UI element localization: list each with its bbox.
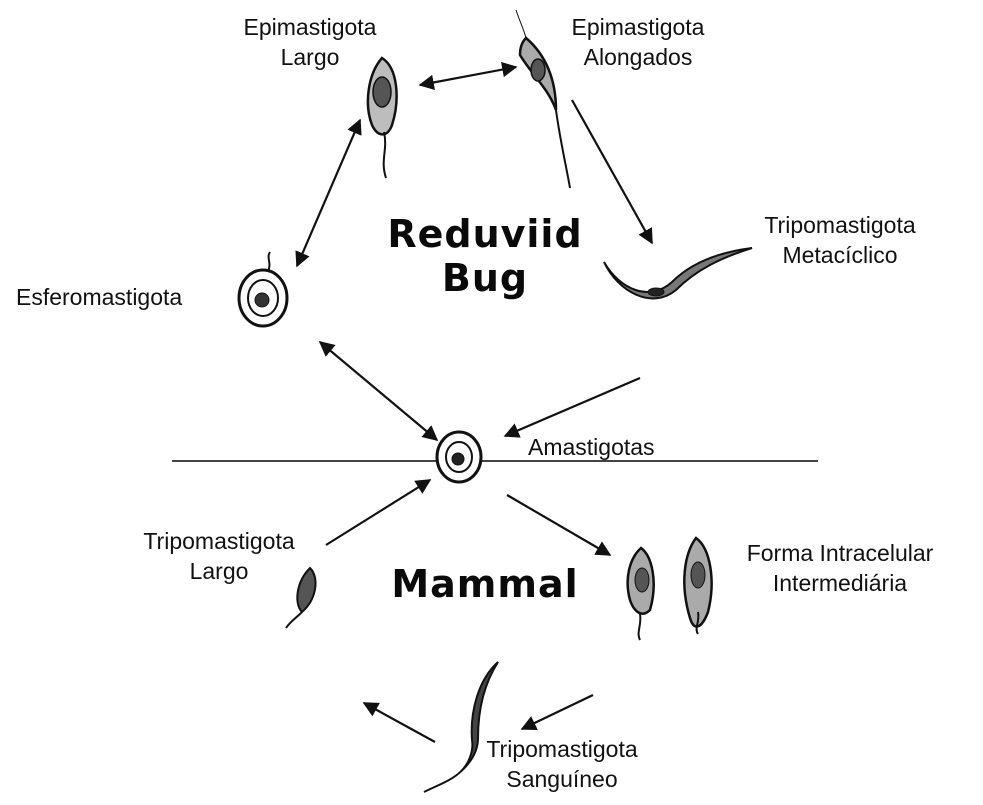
label-epimastigota-alongados: Epimastigota Alongados <box>548 12 728 72</box>
label-line-2: Intermediária <box>720 568 960 598</box>
host-label-mammal: Mammal <box>380 562 590 606</box>
arrow-amastigota-intracelular <box>507 495 610 555</box>
epimastigota-largo-organism <box>368 58 397 178</box>
label-line-2: Metacíclico <box>740 240 940 270</box>
host-vector-line-2: Bug <box>370 256 600 300</box>
label-line-1: Tripomastigota <box>740 210 940 240</box>
label-line-2: Largo <box>210 42 410 72</box>
label-amastigotas: Amastigotas <box>528 432 708 462</box>
arrow-esfero-largo <box>297 120 360 266</box>
host-mammal-text: Mammal <box>380 562 590 606</box>
forma-intracelular-organism-1 <box>628 548 654 640</box>
esferomastigota-organism <box>239 252 287 326</box>
arrow-metaciclico-amastigota <box>505 378 640 436</box>
amastigota-organism <box>437 432 481 482</box>
host-label-reduviid-bug: Reduviid Bug <box>370 212 600 300</box>
forma-intracelular-organism-2 <box>684 538 711 634</box>
label-line-1: Forma Intracelular <box>720 538 960 568</box>
label-tripomastigota-sanguineo: Tripomastigota Sanguíneo <box>462 734 662 794</box>
label-line-1: Esferomastigota <box>16 282 236 312</box>
label-tripomastigota-metaciclico: Tripomastigota Metacíclico <box>740 210 940 270</box>
label-line-1: Amastigotas <box>528 432 708 462</box>
label-line-1: Tripomastigota <box>114 526 324 556</box>
arrow-esfero-amastigota <box>320 342 437 440</box>
label-line-1: Epimastigota <box>548 12 728 42</box>
label-tripomastigota-largo: Tripomastigota Largo <box>114 526 324 586</box>
label-line-2: Alongados <box>548 42 728 72</box>
label-line-1: Tripomastigota <box>462 734 662 764</box>
label-forma-intracelular: Forma Intracelular Intermediária <box>720 538 960 598</box>
label-line-1: Epimastigota <box>210 12 410 42</box>
arrow-to-sanguineo <box>522 695 593 729</box>
arrow-largo-alongados <box>420 67 516 85</box>
arrow-sanguineo-out <box>364 703 435 742</box>
label-line-2: Largo <box>114 556 324 586</box>
label-epimastigota-largo: Epimastigota Largo <box>210 12 410 72</box>
label-line-2: Sanguíneo <box>462 764 662 794</box>
label-esferomastigota: Esferomastigota <box>16 282 236 312</box>
tripomastigota-metaciclico-organism <box>604 248 752 298</box>
host-vector-line-1: Reduviid <box>370 212 600 256</box>
arrow-trip-largo-amastigota <box>326 480 430 545</box>
